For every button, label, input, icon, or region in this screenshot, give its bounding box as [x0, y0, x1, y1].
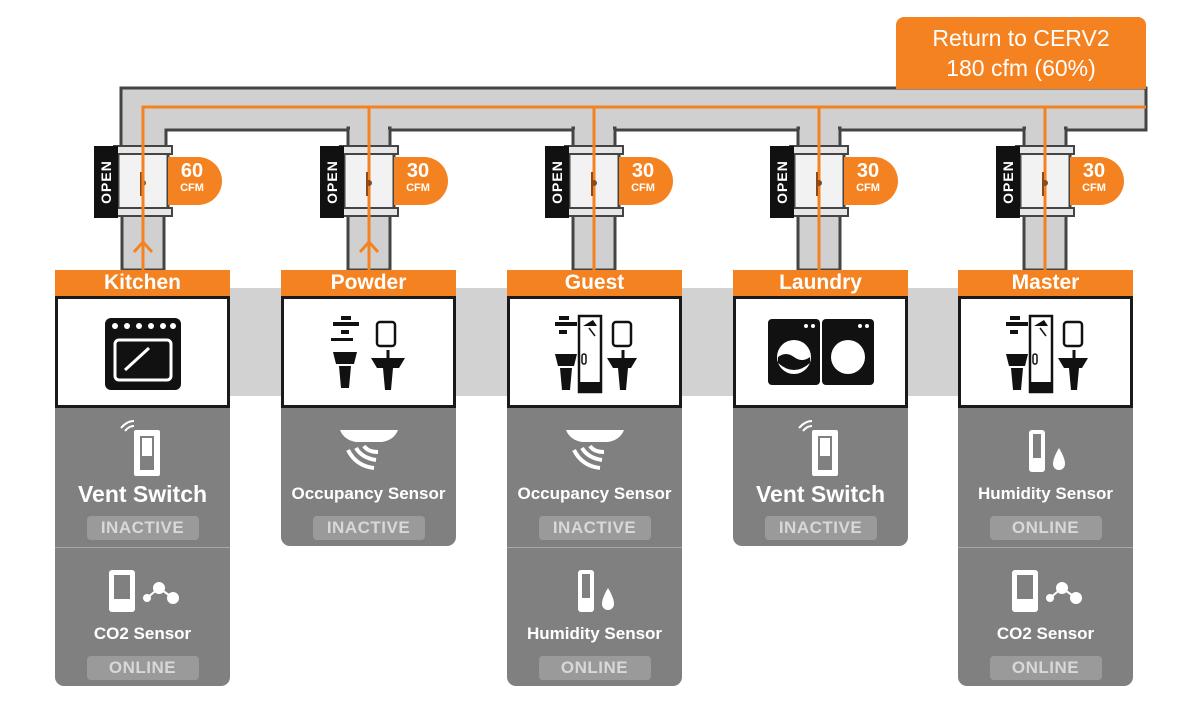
- cfm-unit: CFM: [856, 182, 880, 194]
- sensor-name: Humidity Sensor: [977, 484, 1114, 503]
- room-image: [55, 296, 230, 408]
- sensor-name: Vent Switch: [77, 481, 208, 507]
- damper-status-open: OPEN: [94, 146, 118, 218]
- sensor-name: Occupancy Sensor: [291, 484, 446, 503]
- full-bath-icon: [553, 310, 637, 394]
- cfm-unit: CFM: [180, 182, 204, 194]
- room-title: Powder: [281, 270, 456, 296]
- flow-arrow-icon: [358, 239, 380, 254]
- damper-status-label: OPEN: [549, 160, 565, 204]
- return-flow-line: [141, 105, 1146, 250]
- room-image: [958, 296, 1133, 408]
- sensor-name: Humidity Sensor: [526, 624, 663, 643]
- sensor-panel: Humidity Sensor ONLINE CO2 Sensor ONLINE: [958, 408, 1133, 686]
- room-image: [733, 296, 908, 408]
- sensor-panel: Occupancy Sensor INACTIVE: [281, 408, 456, 546]
- cfm-badge-shape: [844, 157, 898, 205]
- trunk-duct: [119, 86, 1148, 160]
- half-bath-icon: [327, 310, 411, 394]
- oven-icon: [101, 310, 185, 394]
- room-image: [281, 296, 456, 408]
- occupancy-sensor-icon: [560, 426, 630, 476]
- sensor-item: Vent Switch INACTIVE: [55, 408, 230, 546]
- sensor-panel: Vent Switch INACTIVE CO2 Sensor ONLINE: [55, 408, 230, 686]
- cfm-badge: 30 CFM: [1070, 155, 1124, 207]
- occupancy-sensor-icon: [334, 426, 404, 476]
- sensor-panel: Occupancy Sensor INACTIVE Humidity Senso…: [507, 408, 682, 686]
- damper-pivot: [366, 180, 372, 186]
- cfm-value: 30: [856, 160, 880, 182]
- room-title: Laundry: [733, 270, 908, 296]
- damper-status-open: OPEN: [996, 146, 1020, 218]
- damper-status-label: OPEN: [324, 160, 340, 204]
- cfm-unit: CFM: [406, 182, 430, 194]
- damper-status-label: OPEN: [774, 160, 790, 204]
- sensor-name: Vent Switch: [755, 481, 886, 507]
- damper-pivot: [591, 180, 597, 186]
- sensor-item: Occupancy Sensor INACTIVE: [281, 408, 456, 546]
- sensor-status-badge: ONLINE: [989, 516, 1102, 540]
- return-line2: 180 cfm (60%): [946, 55, 1096, 81]
- damper-status-open: OPEN: [545, 146, 569, 218]
- sensor-item: CO2 Sensor ONLINE: [958, 548, 1133, 686]
- sensor-item: Occupancy Sensor INACTIVE: [507, 408, 682, 546]
- cfm-unit: CFM: [1082, 182, 1106, 194]
- sensor-item: CO2 Sensor ONLINE: [55, 548, 230, 686]
- vent-switch-icon: [118, 418, 168, 478]
- cfm-badge-shape: [1070, 157, 1124, 205]
- cfm-value: 30: [1082, 160, 1106, 182]
- room-title: Kitchen: [55, 270, 230, 296]
- sensor-name: Occupancy Sensor: [517, 484, 672, 503]
- humidity-sensor-icon: [1021, 426, 1071, 476]
- cfm-badge: 30 CFM: [394, 155, 448, 207]
- damper-status-open: OPEN: [770, 146, 794, 218]
- washer-dryer-icon: [766, 317, 876, 387]
- cfm-unit: CFM: [631, 182, 655, 194]
- room-title: Master: [958, 270, 1133, 296]
- cfm-badge: 30 CFM: [844, 155, 898, 207]
- sensor-status-badge: INACTIVE: [764, 516, 877, 540]
- cfm-badge: 30 CFM: [619, 155, 673, 207]
- room-title: Guest: [507, 270, 682, 296]
- cfm-value: 30: [406, 160, 430, 182]
- damper-pivot: [816, 180, 822, 186]
- sensor-item: Vent Switch INACTIVE: [733, 408, 908, 546]
- cfm-badge-shape: [168, 157, 222, 205]
- cfm-badge-shape: [394, 157, 448, 205]
- sensor-divider: [507, 547, 682, 548]
- sensor-name: CO2 Sensor: [996, 624, 1095, 643]
- room-image: [507, 296, 682, 408]
- sensor-item: Humidity Sensor ONLINE: [958, 408, 1133, 546]
- full-bath-icon: [1004, 310, 1088, 394]
- sensor-status-badge: INACTIVE: [86, 516, 199, 540]
- damper-pivot: [1042, 180, 1048, 186]
- co2-sensor-icon: [1006, 566, 1086, 616]
- damper-status-label: OPEN: [98, 160, 114, 204]
- sensor-status-badge: ONLINE: [989, 656, 1102, 680]
- damper-status-label: OPEN: [1000, 160, 1016, 204]
- cfm-badge-shape: [619, 157, 673, 205]
- return-line1: Return to CERV2: [932, 25, 1110, 51]
- cfm-badge: 60 CFM: [168, 155, 222, 207]
- cfm-value: 30: [631, 160, 655, 182]
- sensor-status-badge: INACTIVE: [538, 516, 651, 540]
- vent-switch-icon: [796, 418, 846, 478]
- sensor-item: Humidity Sensor ONLINE: [507, 548, 682, 686]
- sensor-panel: Vent Switch INACTIVE: [733, 408, 908, 546]
- sensor-status-badge: ONLINE: [86, 656, 199, 680]
- sensor-status-badge: INACTIVE: [312, 516, 425, 540]
- humidity-sensor-icon: [570, 566, 620, 616]
- co2-sensor-icon: [103, 566, 183, 616]
- sensor-status-badge: ONLINE: [538, 656, 651, 680]
- sensor-name: CO2 Sensor: [93, 624, 192, 643]
- cfm-value: 60: [180, 160, 204, 182]
- sensor-divider: [958, 547, 1133, 548]
- sensor-divider: [55, 547, 230, 548]
- return-to-cerv-label: Return to CERV2 180 cfm (60%): [896, 17, 1146, 89]
- damper-status-open: OPEN: [320, 146, 344, 218]
